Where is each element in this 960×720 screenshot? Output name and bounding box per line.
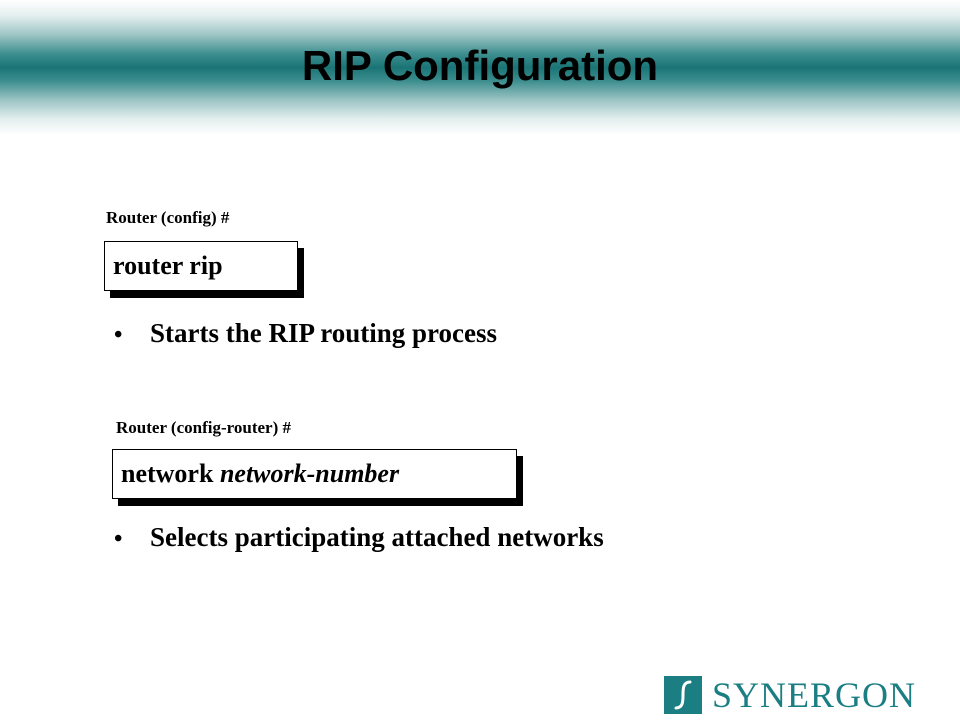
synergon-logo: SYNERGON [664,676,916,714]
bullet-item: • Selects participating attached network… [114,522,604,553]
command-text: router rip [113,251,223,280]
bullet-item: • Starts the RIP routing process [114,318,497,349]
header-band [0,0,960,135]
bullet-text: Starts the RIP routing process [150,318,498,348]
bullet-icon: • [114,526,123,552]
prompt-config: Router (config) # [106,208,230,227]
command-argument: network-number [219,459,400,488]
command-box-network: network network-number [112,449,517,499]
bullet-text: Selects participating attached networks [150,522,604,552]
command-box-router-rip: router rip [104,241,298,291]
bullet-icon: • [114,322,123,348]
prompt-config-router: Router (config-router) # [116,418,291,437]
command-keyword: network [121,459,214,488]
slide-title: RIP Configuration [301,42,659,89]
logo-text: SYNERGON [712,675,917,715]
synergon-s-icon [664,676,702,714]
